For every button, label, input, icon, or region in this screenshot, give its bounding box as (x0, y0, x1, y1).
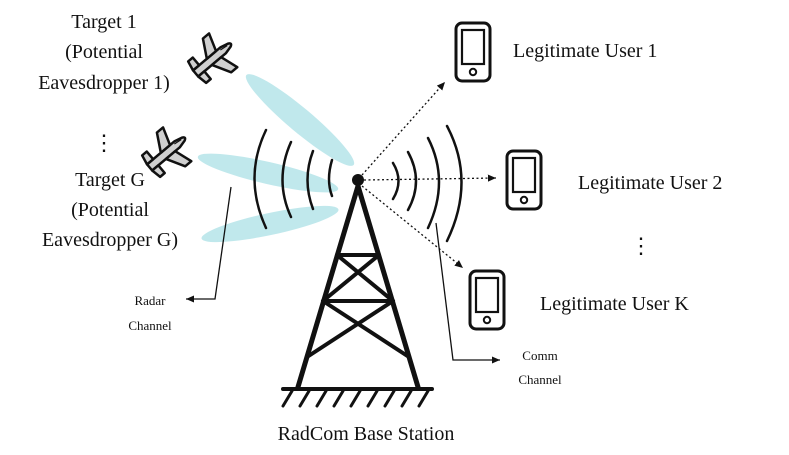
radar-channel-label-2: Channel (128, 318, 172, 333)
radar-beam-1 (245, 74, 355, 166)
radar-beam-3 (201, 205, 339, 243)
radar-beam-2 (197, 153, 339, 193)
user-2-label: Legitimate User 2 (578, 172, 722, 194)
mobile-phone-icon (468, 269, 506, 331)
user-1-label: Legitimate User 1 (513, 40, 657, 62)
comm-channel-label-1: Comm (522, 348, 557, 363)
radar-channel-label-1: Radar (134, 293, 166, 308)
comm-waves (391, 124, 463, 243)
link-user-2 (363, 174, 497, 182)
comm-channel-pointer (435, 222, 500, 364)
link-user-k (361, 185, 464, 269)
target-1-role: (Potential (65, 41, 143, 63)
target-1-title: Target 1 (71, 11, 136, 33)
antenna-tower-icon (281, 174, 434, 408)
radar-waves (253, 128, 334, 230)
mobile-phone-icon (505, 149, 543, 211)
target-g-role: (Potential (71, 199, 149, 221)
radar-beams (197, 74, 355, 243)
airplane-icon (180, 25, 247, 92)
radar-channel-pointer (186, 186, 232, 303)
link-user-1 (361, 81, 446, 176)
target-g-title: Target G (75, 169, 145, 191)
base-station-label: RadCom Base Station (278, 423, 455, 445)
mobile-phone-icon (454, 21, 492, 83)
users-ellipsis: ⋮ (630, 233, 652, 258)
targets-ellipsis: ⋮ (93, 130, 115, 155)
target-1-role-name: Eavesdropper 1) (38, 72, 170, 94)
comm-links (361, 81, 497, 269)
comm-channel-label-2: Channel (518, 372, 562, 387)
user-k-label: Legitimate User K (540, 293, 689, 315)
target-g-role-name: Eavesdropper G) (42, 229, 178, 251)
airplane-icon (134, 119, 201, 186)
